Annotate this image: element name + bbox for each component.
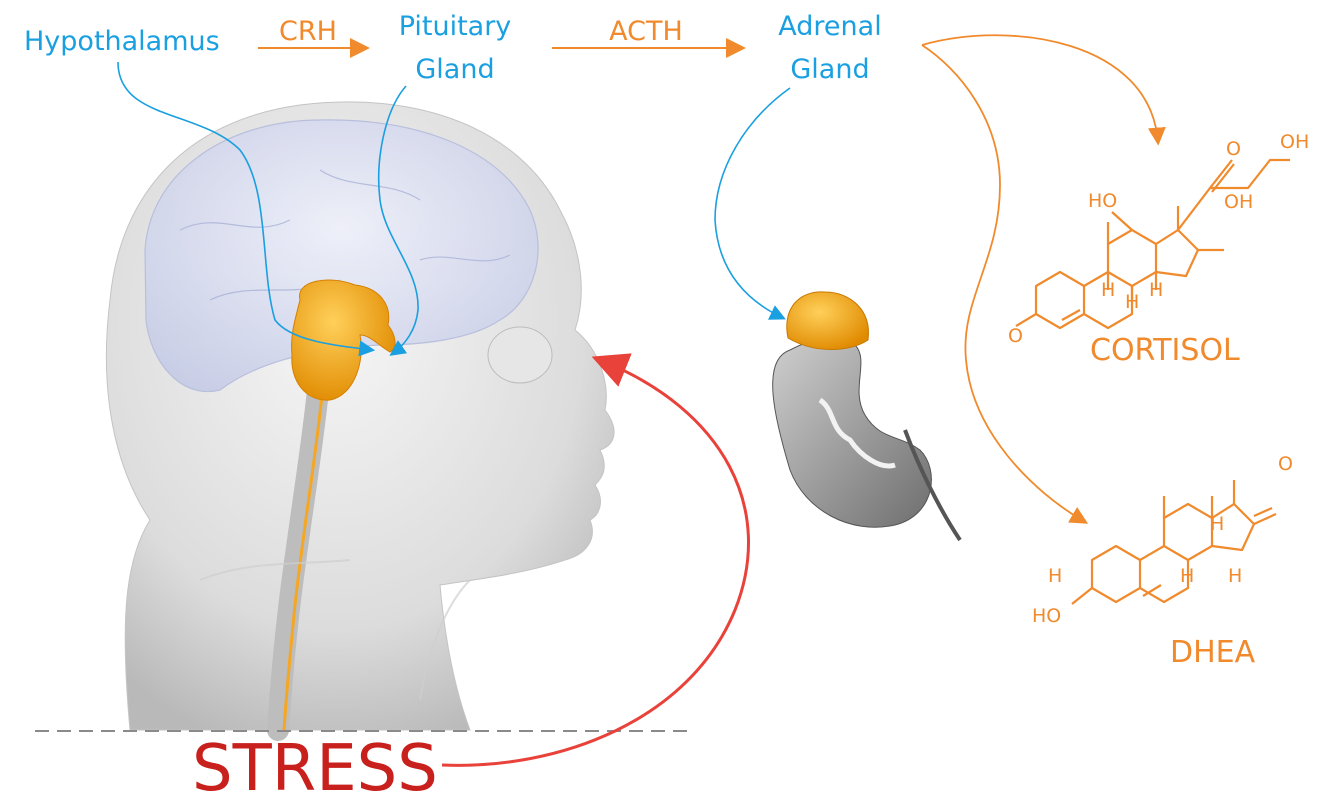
arrow-to-cortisol	[922, 35, 1158, 142]
dhea-atom-o-ketone: O	[1278, 453, 1293, 475]
label-dhea: DHEA	[1170, 635, 1256, 670]
dhea-atom-h3: H	[1228, 565, 1242, 587]
dhea-atom-ho: HO	[1032, 605, 1061, 627]
cortisol-atom-oh-side: OH	[1224, 191, 1253, 213]
cortisol-atom-o-carbonyl: O	[1226, 138, 1241, 160]
label-crh: CRH	[279, 16, 337, 47]
label-pituitary-line1: Pituitary	[399, 11, 512, 42]
dhea-molecule: O H HO H H H	[1032, 453, 1293, 627]
kidney-illustration	[773, 292, 960, 540]
pointer-adrenal	[715, 88, 790, 318]
cortisol-atom-oh-top: OH	[1280, 131, 1309, 153]
label-adrenal-line1: Adrenal	[778, 11, 881, 42]
cortisol-atom-o-ketone: O	[1008, 325, 1023, 347]
eye	[488, 327, 552, 383]
label-hypothalamus: Hypothalamus	[24, 26, 220, 57]
dhea-atom-h2: H	[1210, 513, 1224, 535]
cortisol-molecule: O HO O OH OH H H H	[1008, 131, 1309, 347]
dhea-atom-h1: H	[1180, 565, 1194, 587]
label-adrenal-line2: Gland	[790, 54, 869, 85]
adrenal-gland	[787, 292, 869, 350]
cortisol-atom-h3: H	[1149, 279, 1163, 301]
cortisol-atom-h2: H	[1101, 279, 1115, 301]
label-acth: ACTH	[609, 16, 683, 47]
head-illustration	[106, 102, 614, 730]
label-cortisol: CORTISOL	[1090, 333, 1240, 368]
label-pituitary-line2: Gland	[415, 54, 494, 85]
cortisol-atom-ho: HO	[1088, 190, 1117, 212]
cortisol-atom-h1: H	[1125, 291, 1139, 313]
label-stress: STRESS	[192, 732, 438, 795]
arrow-to-dhea	[922, 45, 1085, 522]
dhea-atom-h-left: H	[1048, 565, 1062, 587]
